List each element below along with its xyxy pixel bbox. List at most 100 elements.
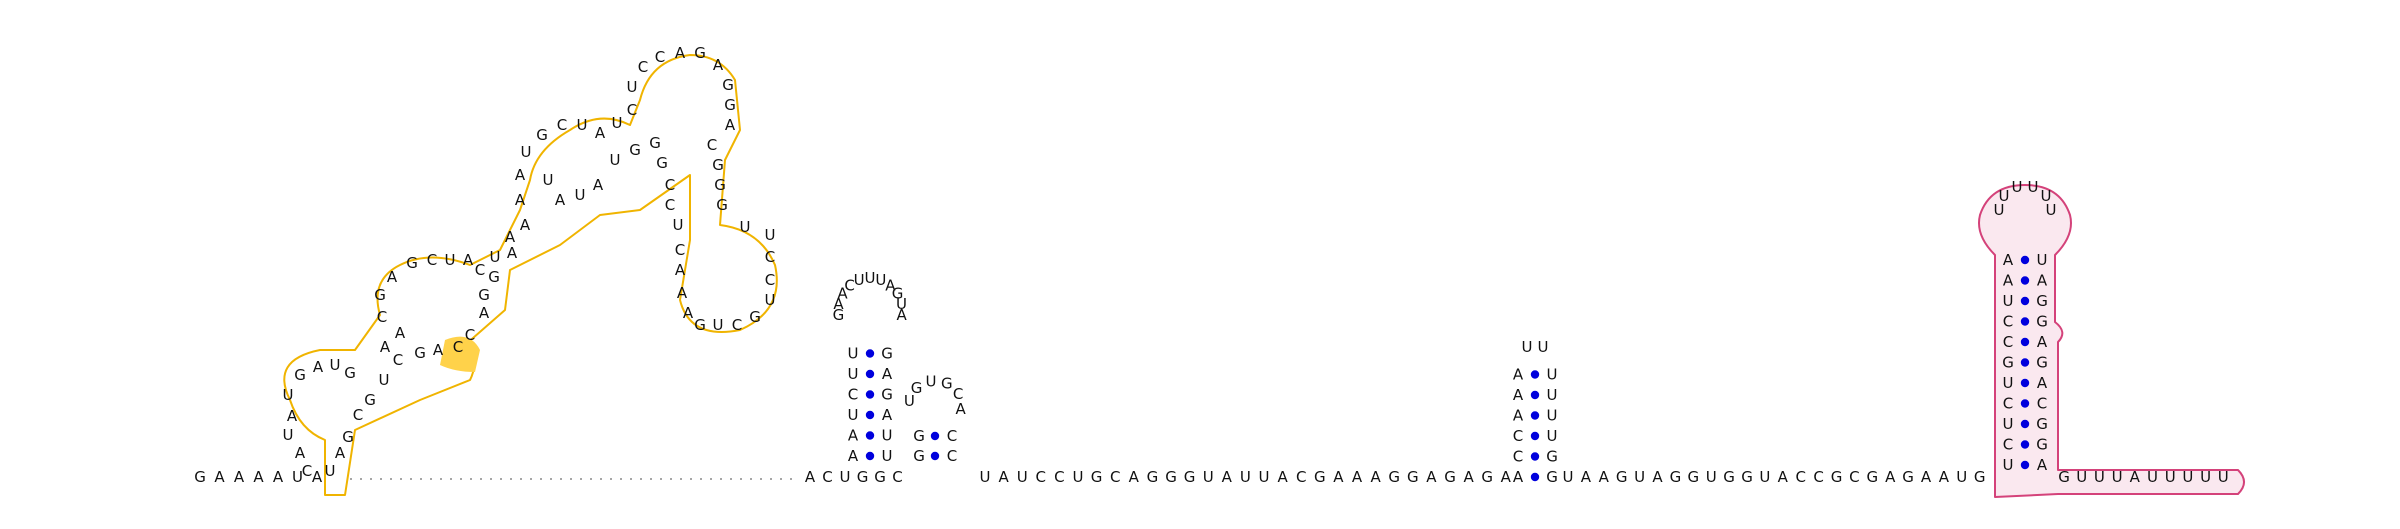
base-pair-dot [865, 451, 875, 461]
nucleotide-u: U [2165, 468, 2176, 486]
base-pair-dot [930, 451, 940, 461]
nucleotide-c: C [627, 101, 637, 119]
nucleotide-u: U [765, 226, 776, 244]
base-pair-dot [2020, 317, 2030, 326]
nucleotide-g: G [1091, 468, 1103, 486]
nucleotide-a: A [998, 468, 1009, 486]
nucleotide-c: C [947, 427, 957, 445]
nucleotide-a: A [515, 191, 526, 209]
nucleotide-g: G [749, 308, 761, 326]
nucleotide-a: A [287, 407, 298, 425]
nucleotide-a: A [837, 285, 848, 303]
nucleotide-c: C [947, 447, 957, 465]
nucleotide-u: U [1994, 201, 2005, 219]
nucleotide-g: G [1314, 468, 1326, 486]
nucleotide-a: A [1939, 468, 1950, 486]
nucleotide-u: U [1547, 407, 1558, 425]
nucleotide-a: A [1501, 468, 1512, 486]
nucleotide-a: A [1778, 468, 1789, 486]
nucleotide-u: U [521, 143, 532, 161]
nucleotide-g: G [694, 316, 706, 334]
nucleotide-u: U [854, 271, 865, 289]
nucleotide-c: C [655, 48, 665, 66]
nucleotide-c: C [1036, 468, 1046, 486]
base-pair-dot [1530, 390, 1540, 400]
nucleotide-g: G [342, 428, 354, 446]
nucleotide-a: A [253, 468, 264, 486]
nucleotide-u: U [840, 468, 851, 486]
nucleotide-g: G [913, 427, 925, 445]
nucleotide-u: U [673, 216, 684, 234]
region-highlight-yellow [440, 336, 480, 372]
nucleotide-g: G [1444, 468, 1456, 486]
nucleotide-a: A [2130, 468, 2141, 486]
base-pair-dot [930, 431, 940, 441]
nucleotide-c: C [953, 385, 963, 403]
base-pair-dot [2020, 296, 2030, 306]
region-outline-pink [1978, 184, 2245, 498]
base-pair-dot [2020, 399, 2030, 408]
nucleotide-g: G [1407, 468, 1419, 486]
nucleotide-u: U [1547, 386, 1558, 404]
nucleotide-a: A [593, 176, 604, 194]
nucleotide-u: U [2003, 292, 2014, 310]
nucleotide-u: U [848, 345, 859, 363]
nucleotide-a: A [214, 468, 225, 486]
base-pair-dot [865, 349, 875, 358]
nucleotide-u: U [865, 269, 876, 287]
nucleotide-c: C [732, 316, 742, 334]
nucleotide-a: A [675, 261, 686, 279]
nucleotide-u: U [1203, 468, 1214, 486]
nucleotide-u: U [1956, 468, 1967, 486]
nucleotide-g: G [1165, 468, 1177, 486]
nucleotide-u: U [2046, 201, 2057, 219]
nucleotide-c: C [2003, 313, 2013, 331]
nucleotide-a: A [805, 468, 816, 486]
nucleotide-a: A [595, 124, 606, 142]
nucleotide-a: A [505, 228, 516, 246]
nucleotide-c: C [2037, 395, 2047, 413]
nucleotide-c: C [465, 326, 475, 344]
nucleotide-c: C [638, 58, 648, 76]
nucleotide-a: A [1513, 468, 1524, 486]
nucleotide-g: G [913, 447, 925, 465]
nucleotide-u: U [2218, 468, 2229, 486]
nucleotide-u: U [543, 171, 554, 189]
nucleotide-u: U [765, 291, 776, 309]
nucleotide-a: A [2037, 456, 2048, 474]
base-pair-dot [2020, 276, 2030, 285]
nucleotide-c: C [2003, 395, 2013, 413]
nucleotide-c: C [848, 386, 858, 404]
nucleotide-a: A [520, 216, 531, 234]
nucleotide-a: A [1599, 468, 1610, 486]
nucleotide-u: U [2147, 468, 2158, 486]
nucleotide-a: A [956, 400, 967, 418]
nucleotide-g: G [2036, 292, 2048, 310]
nucleotide-c: C [2003, 333, 2013, 351]
nucleotide-u: U [2094, 468, 2105, 486]
nucleotide-a: A [882, 365, 893, 383]
nucleotide-g: G [892, 285, 904, 303]
base-pair-dot [865, 369, 875, 379]
nucleotide-g: G [1388, 468, 1400, 486]
base-pair-dot [1530, 472, 1540, 482]
base-pair-dot [2020, 419, 2030, 429]
nucleotide-u: U [1522, 338, 1533, 356]
nucleotide-u: U [612, 114, 623, 132]
nucleotide-a: A [479, 304, 490, 322]
nucleotide-g: G [1147, 468, 1159, 486]
nucleotide-g: G [941, 375, 953, 393]
nucleotide-u: U [2028, 178, 2039, 196]
nucleotide-c: C [707, 136, 717, 154]
nucleotide-u: U [627, 78, 638, 96]
nucleotide-g: G [2036, 313, 2048, 331]
nucleotide-g: G [478, 286, 490, 304]
nucleotide-g: G [1184, 468, 1196, 486]
nucleotide-a: A [1581, 468, 1592, 486]
nucleotide-c: C [665, 196, 675, 214]
nucleotide-u: U [2003, 456, 2014, 474]
nucleotide-a: A [1513, 386, 1524, 404]
nucleotide-c: C [2003, 436, 2013, 454]
nucleotide-u: U [2112, 468, 2123, 486]
